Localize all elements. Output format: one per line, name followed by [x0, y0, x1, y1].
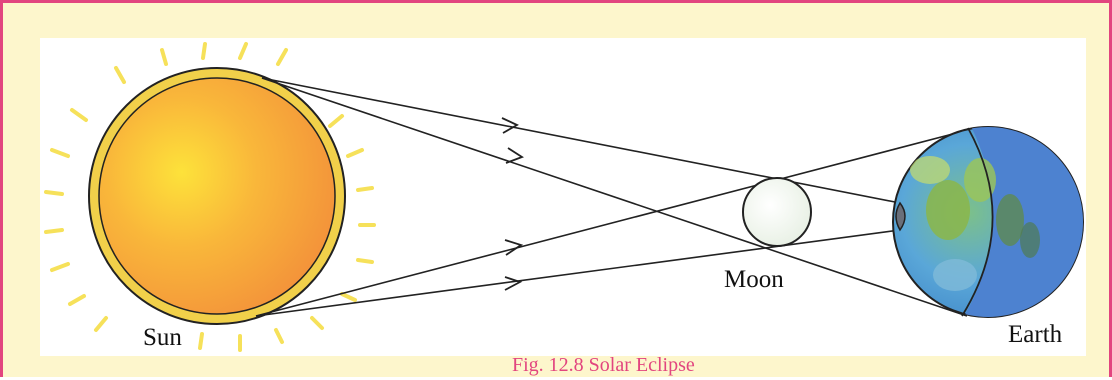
- moon-label: Moon: [724, 267, 784, 292]
- earth: [893, 120, 1090, 320]
- moon: [743, 178, 811, 246]
- figure-caption: Fig. 12.8 Solar Eclipse: [512, 355, 695, 375]
- earth-label: Earth: [1008, 322, 1062, 347]
- light-rays: [256, 78, 968, 316]
- sun-label: Sun: [143, 325, 182, 350]
- sun: [89, 68, 345, 324]
- ray-arrows: [502, 118, 522, 290]
